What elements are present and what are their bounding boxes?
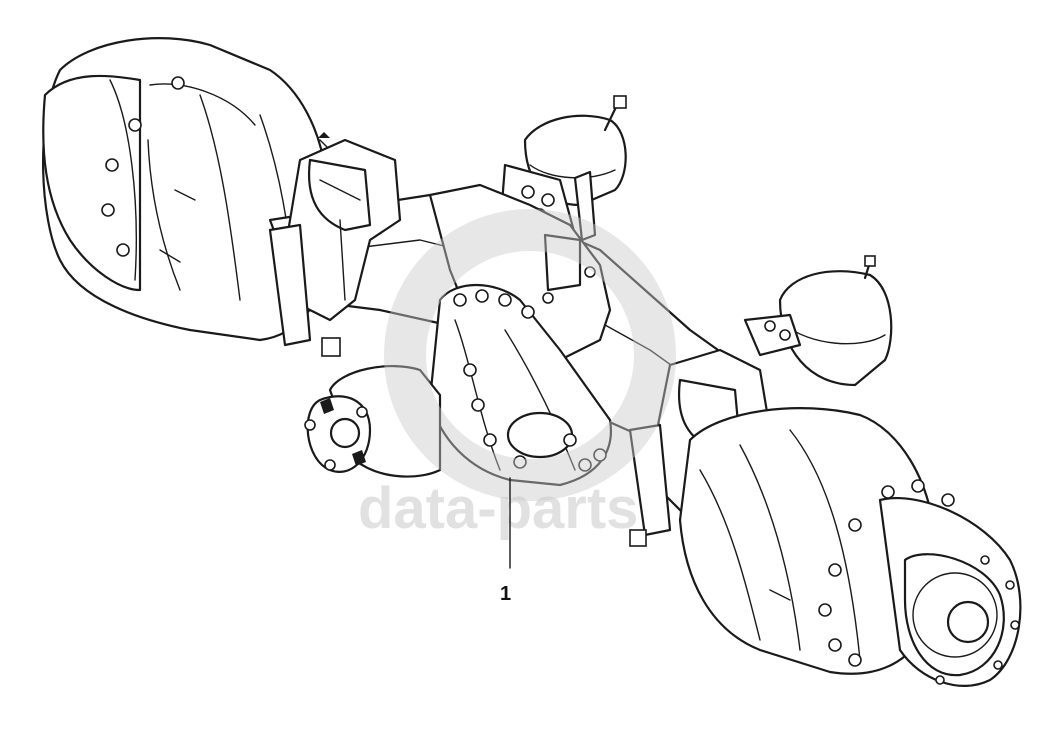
left-wheel-hub bbox=[41, 37, 332, 342]
input-flange bbox=[304, 364, 442, 478]
watermark-text: data-parts bbox=[358, 476, 638, 541]
callout-1: 1 bbox=[500, 477, 511, 605]
differential-carrier bbox=[428, 183, 612, 487]
callout-label-1: 1 bbox=[500, 583, 511, 605]
watermark: data-parts bbox=[358, 209, 676, 541]
right-wheel-hub bbox=[678, 407, 1022, 687]
left-suspension-bracket bbox=[268, 138, 402, 357]
brake-chamber-right bbox=[743, 255, 893, 387]
